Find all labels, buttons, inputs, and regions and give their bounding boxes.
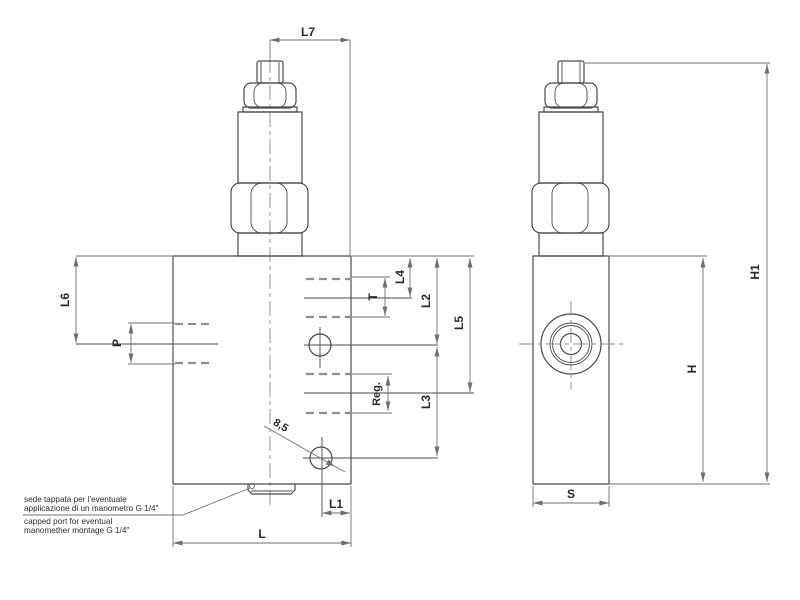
dimension-diameter: 8,5 [263,417,346,473]
cartridge-neck-side [538,232,604,257]
valve-body-side [532,255,610,485]
cap-outline [247,484,296,495]
cartridge-cylinder-side [538,111,604,184]
cartridge-front [230,60,309,257]
dimension-l6-label: L6 [58,293,72,307]
gauge-hole-lower [309,446,333,470]
note-english-line2: manomether montage G 1/4" [24,526,129,535]
dimension-l4: L4 [352,255,474,297]
note-leader-line [23,487,251,516]
dimension-l3-label: L3 [419,395,433,409]
dimension-reg-label: Reg. [371,382,383,406]
side-port [519,301,623,389]
dimension-l2: L2 [419,258,440,344]
locknut-facet [253,82,287,109]
gauge-hole-upper [308,333,332,357]
dimension-h1: H1 [585,62,770,485]
locknut-side [544,82,598,109]
dimension-h1-label: H1 [748,264,762,280]
dimension-l1: L1 [322,486,352,547]
dimension-reg: Reg. [352,373,392,414]
diameter-arrowhead [325,459,334,466]
dimension-l1-label: L1 [329,497,343,511]
dimensions: L7 L6 P T L4 L2 L5 [58,25,770,547]
locknut-facet-side [554,82,588,109]
hex-nut-side [531,182,610,234]
dimension-l6: L6 [58,255,173,343]
dimension-l7-label: L7 [301,25,315,39]
hex-nut [230,182,309,234]
dimension-l7: L7 [269,25,351,256]
note-english-line1: capped port for eventual [24,517,112,526]
note-italian-line2: applicazione di un manometro G 1/4" [24,504,159,513]
dimension-l5: L5 [452,258,473,392]
hex-nut-facet [250,182,288,234]
gauge-port-note: sede tappata per l'eventuale applicazion… [23,487,251,535]
dimension-t: T [352,276,390,318]
side-view [519,60,623,485]
dimension-h: H [610,255,707,482]
dimension-l2-label: L2 [419,294,433,308]
screw-head-facets [260,62,280,83]
hex-nut-facet-side [551,182,589,234]
dimension-l-label: L [258,527,265,541]
dimension-l: L [172,486,351,547]
dimension-t-label: T [366,293,380,301]
dimension-l3: L3 [419,347,440,456]
dimension-p: P [110,322,175,365]
dimension-s-label: S [567,487,575,501]
bottom-cap [247,483,296,495]
hidden-thread-lines [175,277,351,415]
dimension-s: S [532,486,610,507]
p-extension-lines [128,322,175,365]
l7-extension-lines [269,40,351,256]
reg-extension-lines [352,373,392,414]
dimension-l4-label: L4 [393,270,407,284]
cap-port-mark [249,483,255,489]
cartridge-side [531,60,610,257]
note-italian-line1: sede tappata per l'eventuale [24,495,127,504]
dimension-l5-label: L5 [452,316,466,330]
dimension-p-label: P [110,339,124,347]
t-extension-lines [352,276,390,318]
dimension-h-label: H [685,365,699,374]
front-view [76,58,474,517]
h1-extension-lines [585,62,770,485]
screw-head-facets-side [561,62,581,83]
valve-body-front [172,255,352,485]
